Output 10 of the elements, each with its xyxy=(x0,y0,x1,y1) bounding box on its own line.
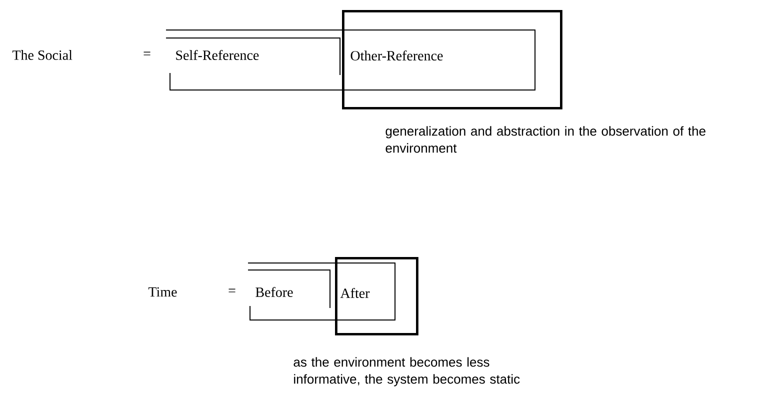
note-text: generalization and abstraction in the observation of the environment xyxy=(386,126,706,153)
equals-sign: = xyxy=(144,52,150,56)
form-label: Before xyxy=(256,286,293,297)
form-label: Time xyxy=(148,287,177,297)
bold-box: After xyxy=(335,257,418,336)
form-label: The Social xyxy=(12,50,72,60)
bold-box: Other-Reference xyxy=(342,10,562,110)
form-label: Self-Reference xyxy=(176,50,259,60)
equals-sign: = xyxy=(228,288,236,292)
note-text: as the environment becomes less informative, the system becomes static xyxy=(294,357,520,386)
